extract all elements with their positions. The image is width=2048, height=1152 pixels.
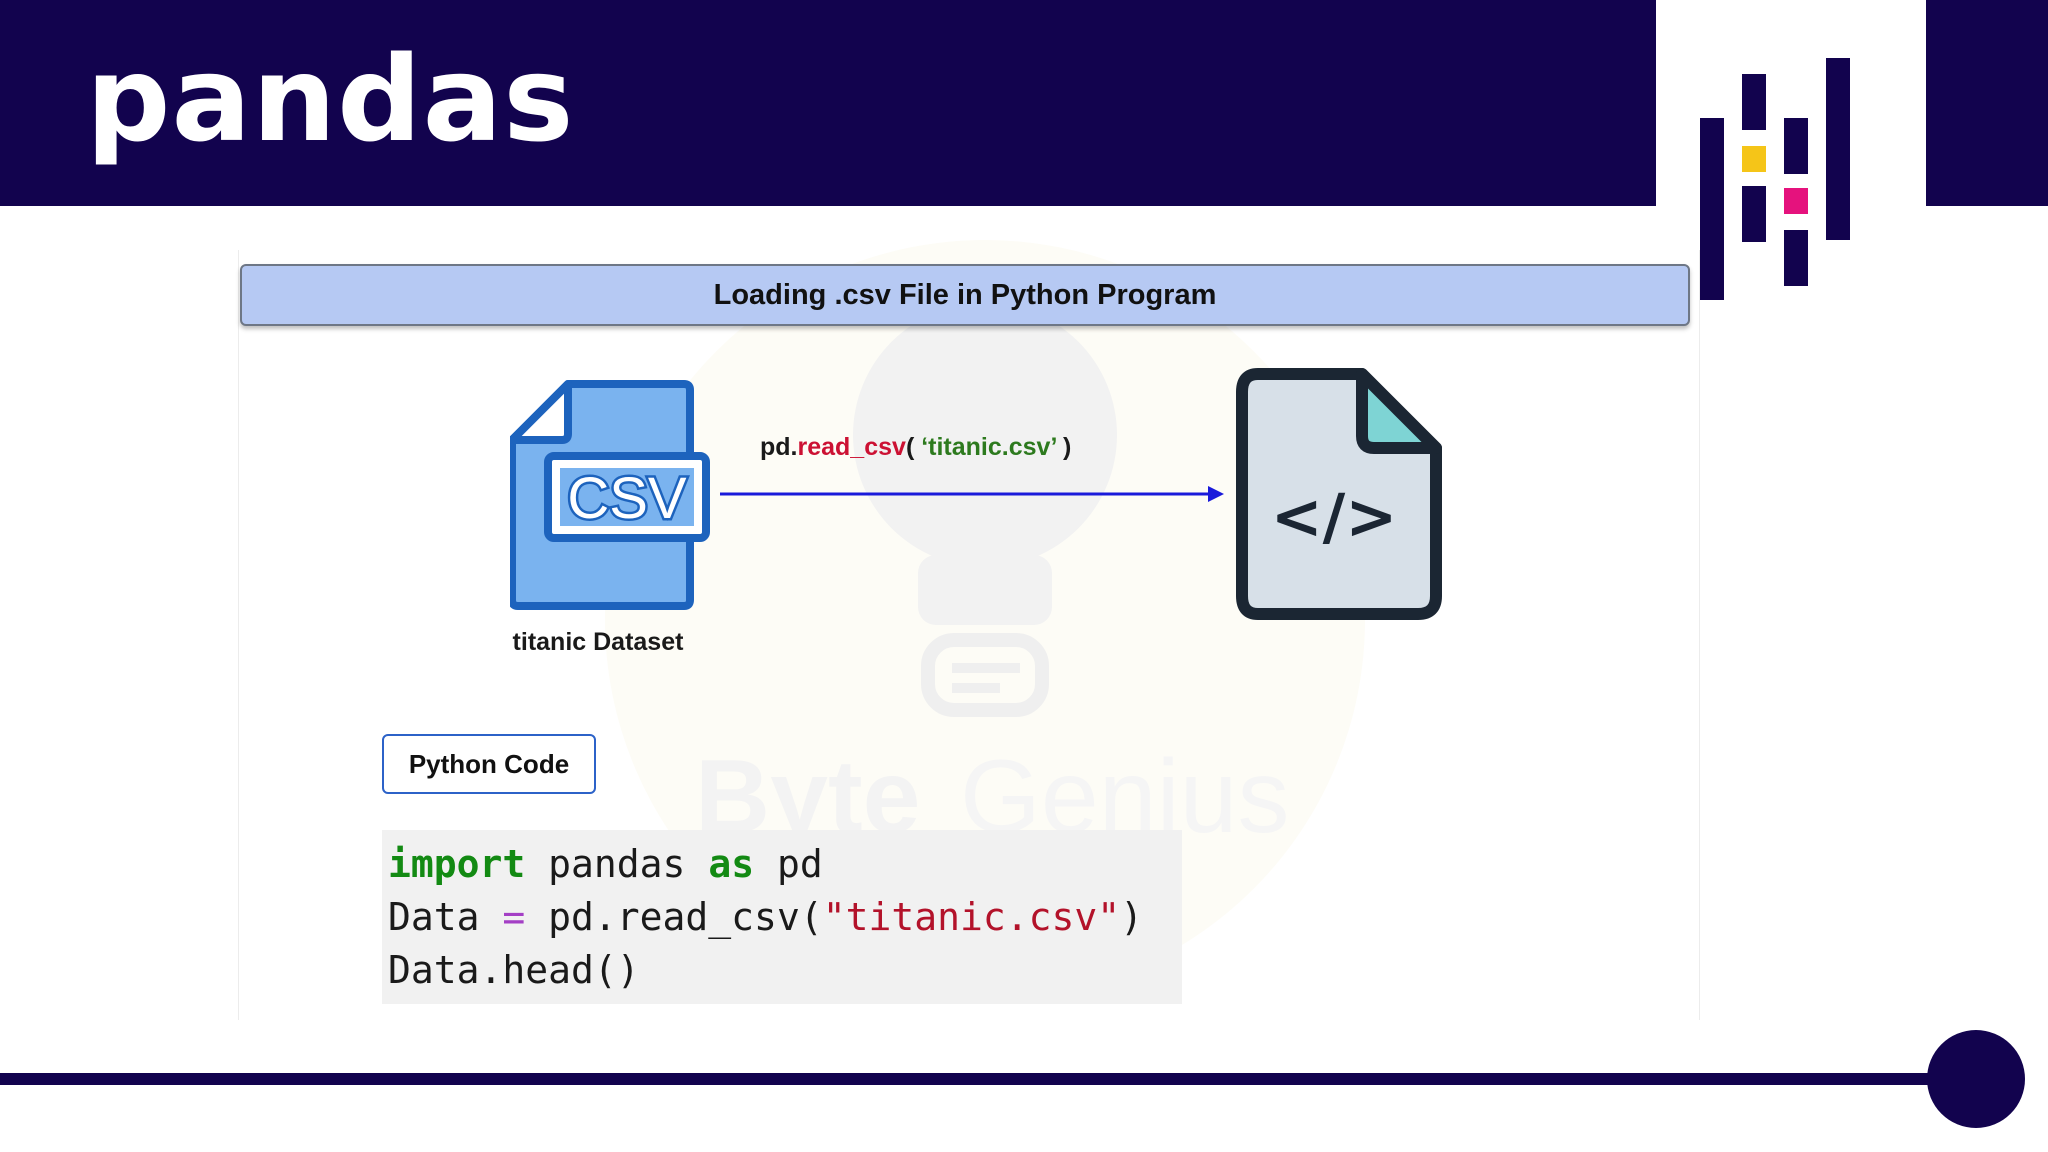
python-code-badge: Python Code [382, 734, 596, 794]
diagram-title: Loading .csv File in Python Program [713, 278, 1217, 311]
code-line: Data = pd.read_csv("titanic.csv") [388, 895, 1144, 939]
csv-icon-text: CSV [567, 466, 687, 531]
pandas-logo-icon [1700, 58, 1850, 300]
header-right-block [1926, 0, 2048, 206]
code-icon-text: </> [1271, 480, 1398, 553]
code-line: Data.head() [388, 948, 640, 992]
code-line: import pandas as pd [388, 842, 823, 886]
footer-circle [1927, 1030, 2025, 1128]
header-bar [0, 0, 1656, 206]
source-label: titanic Dataset [512, 628, 684, 656]
csv-file-icon: CSV [510, 380, 710, 610]
arrow-right-icon [720, 486, 1224, 502]
lightbulb-icon: Byte Genius [605, 240, 1365, 1000]
footer-line [0, 1073, 1960, 1085]
python-code-label: Python Code [408, 748, 570, 779]
arrow-label: pd.read_csv( ‘titanic.csv’ ) [760, 433, 1072, 461]
code-file-icon: </> [1236, 368, 1442, 620]
page-title: pandas [86, 30, 575, 168]
diagram-title-bar: Loading .csv File in Python Program [240, 264, 1690, 326]
code-block: import pandas as pd Data = pd.read_csv("… [382, 830, 1182, 1004]
